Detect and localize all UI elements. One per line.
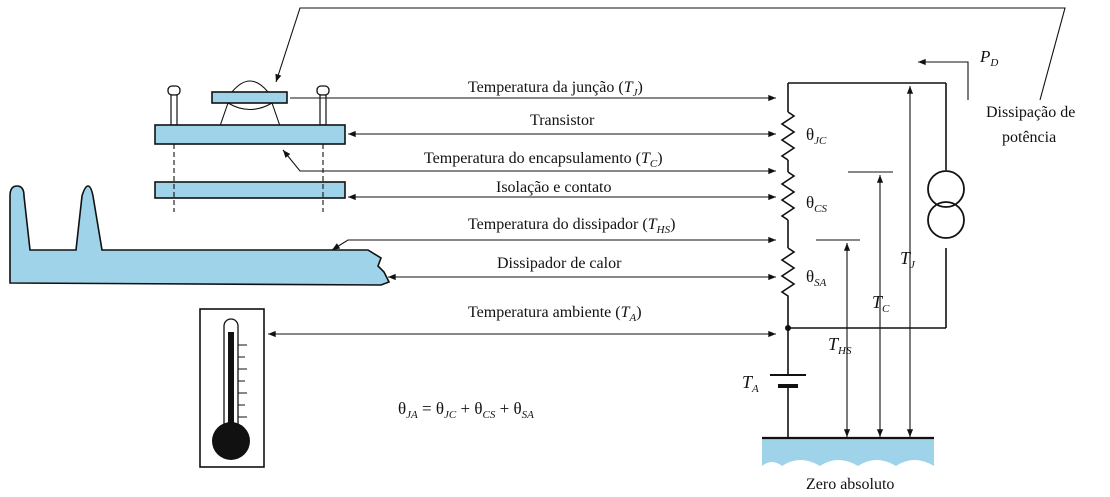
resistor-theta-jc bbox=[780, 111, 796, 161]
label-junction-temp: Temperatura da junção (TJ) bbox=[468, 79, 643, 99]
thermal-circuit: PD θJC θCS θSA TJ TC THS TA bbox=[742, 47, 998, 438]
transistor-plate bbox=[154, 124, 346, 145]
label-sink-temp: Temperatura do dissipador (THS) bbox=[468, 216, 675, 236]
screw-left-icon bbox=[167, 85, 181, 126]
equation-theta-ja: θJA = θJC + θCS + θSA bbox=[398, 399, 534, 421]
absolute-zero-base bbox=[762, 438, 934, 466]
label-heat-sink: Dissipador de calor bbox=[497, 255, 622, 272]
sink-temp-arrow bbox=[331, 236, 777, 251]
ths-label: THS bbox=[828, 334, 852, 357]
theta-sa-label: θSA bbox=[806, 267, 827, 289]
component-stack bbox=[9, 80, 391, 468]
resistor-theta-cs bbox=[780, 171, 796, 221]
tc-label: TC bbox=[872, 292, 890, 315]
pd-label: PD bbox=[979, 47, 998, 69]
theta-jc-label: θJC bbox=[806, 125, 827, 147]
transistor-chip-icon bbox=[211, 80, 288, 127]
level-arrows bbox=[268, 94, 777, 338]
label-transistor: Transistor bbox=[530, 112, 595, 129]
battery-ta-icon bbox=[770, 374, 806, 388]
label-absolute-zero: Zero absoluto bbox=[806, 476, 894, 493]
label-ambient-temp: Temperatura ambiente (TA) bbox=[468, 304, 642, 324]
current-source-icon bbox=[927, 170, 965, 239]
thermometer-icon bbox=[199, 308, 265, 468]
power-feedback-arrow bbox=[275, 7, 1066, 101]
insulation-plate bbox=[154, 181, 346, 199]
screw-right-icon bbox=[316, 85, 330, 126]
case-temp-arrow bbox=[282, 149, 777, 175]
label-power-line2: potência bbox=[1002, 129, 1056, 146]
ta-label: TA bbox=[742, 372, 759, 395]
heat-sink-shape bbox=[9, 185, 391, 286]
label-insulation: Isolação e contato bbox=[496, 179, 612, 196]
level-labels: Temperatura da junção (TJ) Transistor Te… bbox=[424, 79, 675, 324]
theta-cs-label: θCS bbox=[806, 193, 827, 215]
pd-arrow bbox=[917, 58, 969, 100]
tj-label: TJ bbox=[900, 248, 916, 271]
label-case-temp: Temperatura do encapsulamento (TC) bbox=[424, 150, 663, 170]
resistor-theta-sa bbox=[780, 247, 796, 328]
label-power-line1: Dissipação de bbox=[986, 104, 1075, 121]
